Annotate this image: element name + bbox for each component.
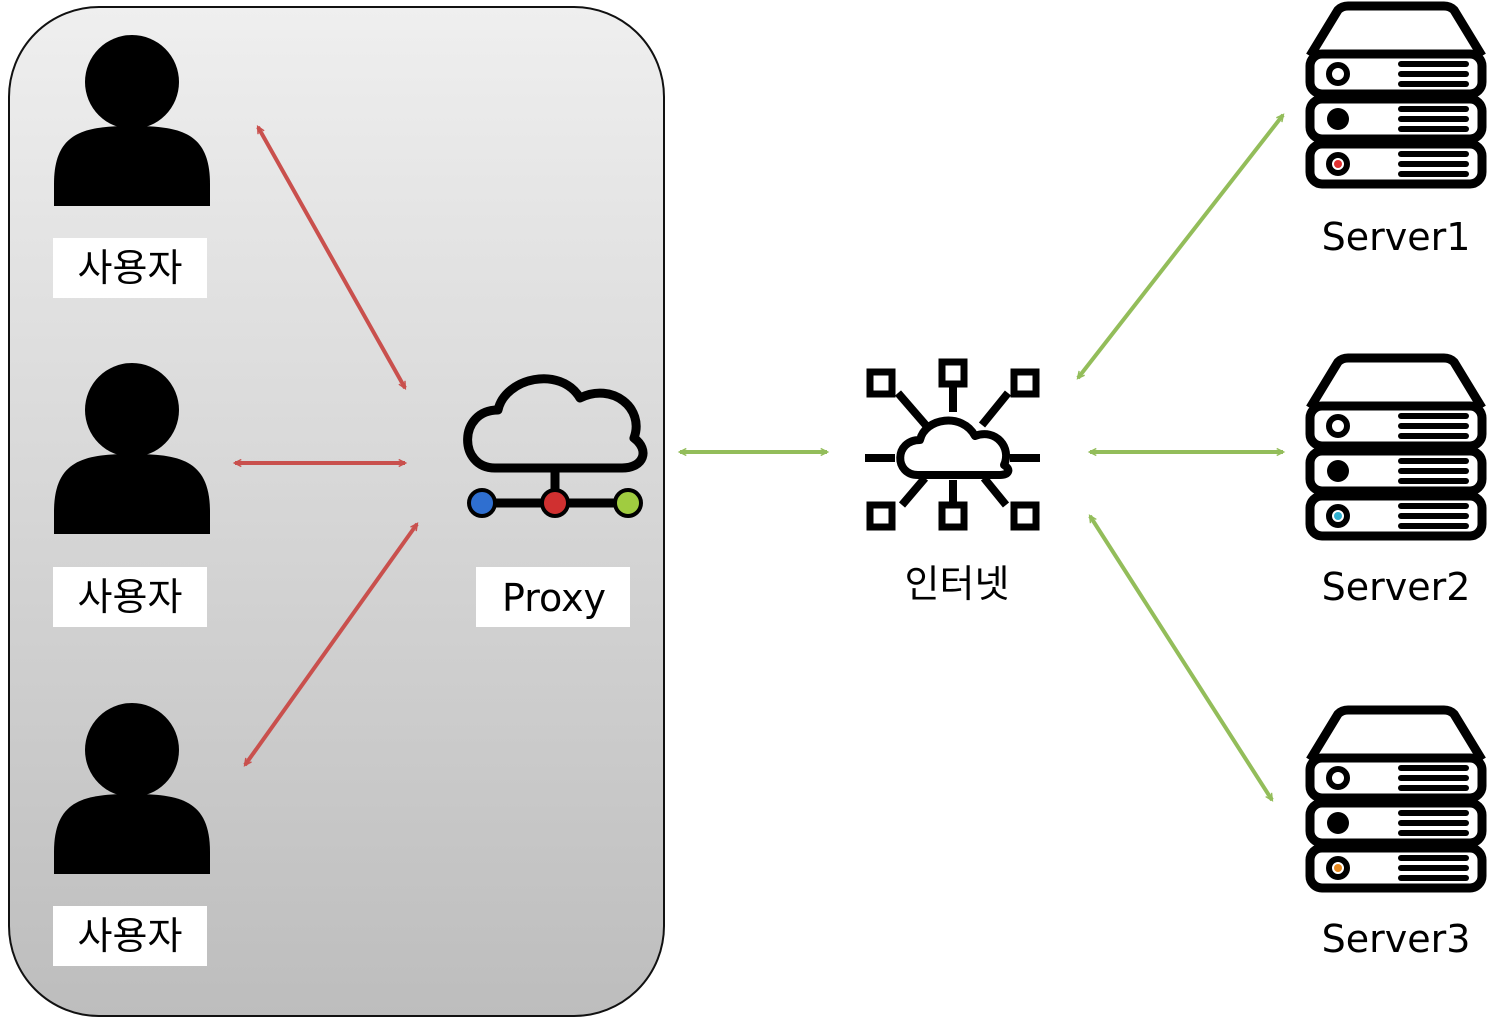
server-label: Server2: [1322, 565, 1471, 609]
user-1: 사용자: [53, 35, 210, 298]
server-icon: [1310, 358, 1482, 536]
link-internet-server1: [1076, 113, 1285, 380]
user-label: 사용자: [78, 914, 183, 958]
server-3: Server3: [1310, 710, 1482, 961]
link-user1-proxy: [256, 125, 407, 390]
server-led: [1334, 160, 1342, 168]
server-2: Server2: [1310, 358, 1482, 609]
internet-label: 인터넷: [905, 562, 1010, 606]
server-label: Server3: [1322, 917, 1471, 961]
proxy-node: Proxy: [463, 374, 648, 627]
server-icon: [1310, 710, 1482, 888]
server-icon: [1310, 6, 1482, 184]
network-links: [677, 113, 1286, 802]
server-1: Server1: [1310, 6, 1482, 259]
user-3: 사용자: [53, 703, 210, 966]
user-label-box: [53, 567, 207, 627]
server-led: [1334, 512, 1342, 520]
proxy-label-box: [476, 567, 630, 627]
user-2: 사용자: [53, 363, 210, 627]
user-label-box: [53, 238, 207, 298]
link-internet-server3: [1088, 514, 1274, 802]
user-label-box: [53, 906, 207, 966]
server-label: Server1: [1322, 215, 1471, 259]
user-proxy-links: [232, 125, 419, 767]
user-label: 사용자: [78, 575, 183, 619]
cloud-network-icon: [463, 374, 648, 518]
internet-node: 인터넷: [865, 358, 1040, 606]
internet-hub-icon: [865, 358, 1040, 531]
link-user3-proxy: [243, 522, 419, 767]
server-led: [1334, 864, 1342, 872]
user-label: 사용자: [78, 246, 183, 290]
proxy-label: Proxy: [502, 576, 606, 620]
